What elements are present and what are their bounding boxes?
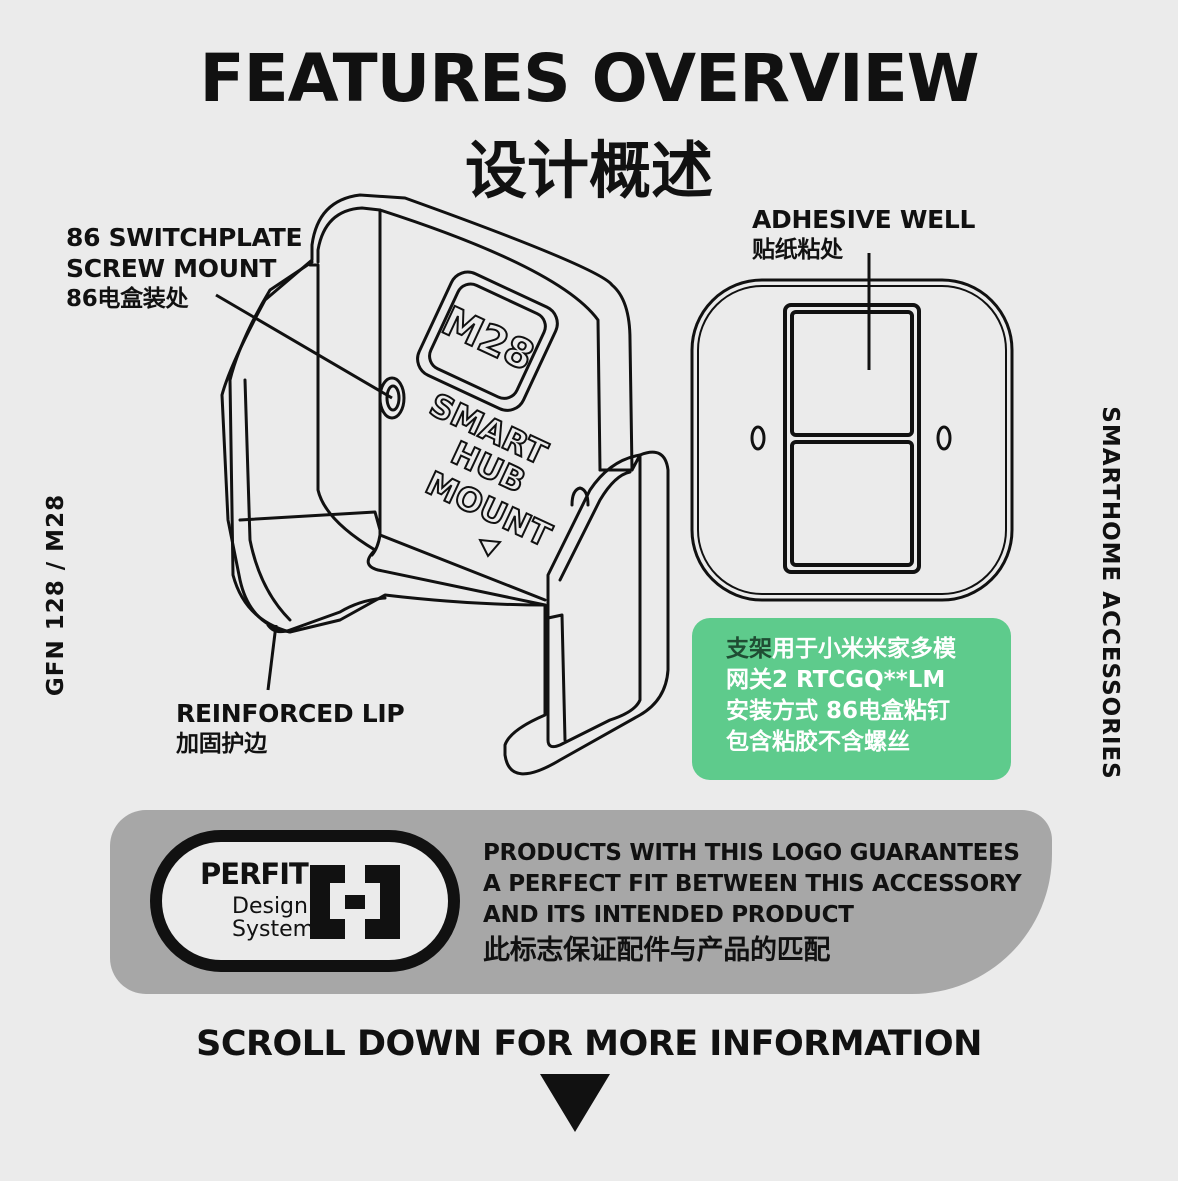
screw-mount-line2: SCREW MOUNT: [66, 254, 277, 283]
perfit-logo-sub2: System: [232, 917, 315, 942]
perfit-text1: PRODUCTS WITH THIS LOGO GUARANTEES: [483, 840, 1020, 866]
page-title: FEATURES OVERVIEW: [199, 40, 980, 117]
perfit-text3: AND ITS INTENDED PRODUCT: [483, 902, 854, 928]
reinforced-lip-en: REINFORCED LIP: [176, 699, 405, 728]
adhesive-well-en: ADHESIVE WELL: [752, 205, 976, 234]
info-line3: 安装方式 86电盒粘钉: [726, 698, 951, 724]
screw-mount-line1: 86 SWITCHPLATE: [66, 223, 303, 252]
perfit-logo-sub: Design System: [232, 895, 314, 941]
info-highlight: 支架: [726, 636, 772, 662]
screw-mount-cn: 86电盒装处: [66, 286, 189, 312]
adhesive-well-callout: ADHESIVE WELL 贴纸粘处: [752, 204, 975, 266]
badge-text: M28: [435, 298, 541, 380]
reinforced-lip-cn: 加固护边: [176, 731, 267, 757]
left-wall: [228, 260, 314, 634]
perfit-description: PRODUCTS WITH THIS LOGO GUARANTEES A PER…: [483, 838, 1022, 971]
info-line1-rest: 用于小米米家多模: [772, 636, 956, 662]
perfit-logo-sub1: Design: [232, 894, 308, 919]
info-line2: 网关2 RTCGQ**LM: [726, 667, 946, 693]
screw-mount-leader: [215, 293, 393, 400]
perfit-logo-word: PERFIT: [200, 857, 309, 891]
perfit-text-cn: 此标志保证配件与产品的匹配: [483, 935, 831, 966]
side-label-right: SMARTHOME ACCESSORIES: [1097, 406, 1123, 780]
info-line1: 支架用于小米米家多模: [726, 634, 1011, 665]
right-wall: [546, 453, 642, 749]
info-line4: 包含粘胶不含螺丝: [726, 729, 910, 755]
emboss-arrow-icon: [478, 538, 503, 558]
perfit-bracket-icon: [310, 865, 400, 939]
adhesive-well-cn: 贴纸粘处: [752, 237, 843, 263]
adhesive-plate-drawing: [690, 253, 1014, 602]
reinforced-lip-callout: REINFORCED LIP 加固护边: [176, 698, 405, 760]
scroll-down-label: SCROLL DOWN FOR MORE INFORMATION: [196, 1024, 982, 1064]
perfit-logo: [150, 830, 460, 972]
reinforced-lip-leader: [266, 624, 278, 691]
screw-mount-callout: 86 SWITCHPLATE SCREW MOUNT 86电盒装处: [66, 222, 303, 315]
page-title-chinese: 设计概述: [464, 134, 713, 207]
down-triangle-icon: [540, 1074, 610, 1132]
back-plate-inner: [316, 206, 382, 557]
info-box: 支架用于小米米家多模 网关2 RTCGQ**LM 安装方式 86电盒粘钉 包含粘…: [692, 618, 1011, 780]
perfit-text2: A PERFECT FIT BETWEEN THIS ACCESSORY: [483, 871, 1022, 897]
side-label-left: GFN 128 / M28: [43, 493, 69, 697]
